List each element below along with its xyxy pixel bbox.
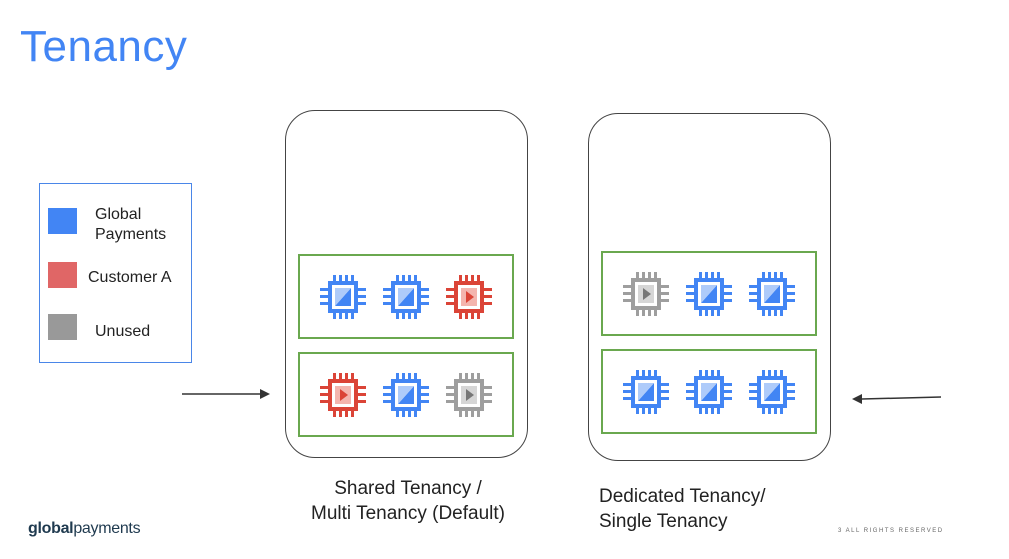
caption-dedicated-tenancy: Dedicated Tenancy/ Single Tenancy <box>599 484 766 534</box>
rights-reserved-text: 3 ALL RIGHTS RESERVED <box>838 528 944 534</box>
red-compute-chip-icon <box>314 371 372 419</box>
blue-compute-chip-icon <box>377 273 435 321</box>
global-payments-logo: globalpayments <box>28 520 141 537</box>
blue-compute-chip-icon <box>314 273 372 321</box>
arrow-right-icon <box>182 389 270 399</box>
blue-compute-chip-icon <box>743 368 801 416</box>
legend-box: Global Payments Customer A Unused <box>39 183 192 363</box>
blue-compute-chip-icon <box>617 368 675 416</box>
gray-compute-chip-icon <box>440 371 498 419</box>
legend-label-global-payments: Global Payments <box>95 206 167 243</box>
legend-swatch-global-payments <box>48 208 77 234</box>
legend-swatch-customer-a <box>48 262 77 288</box>
caption-dedicated-line1: Dedicated Tenancy/ <box>599 486 766 507</box>
legend-swatch-unused <box>48 314 77 340</box>
gray-compute-chip-icon <box>617 270 675 318</box>
arrow-left-icon <box>852 394 942 404</box>
legend-label-customer-a: Customer A <box>88 269 172 286</box>
blue-compute-chip-icon <box>680 368 738 416</box>
blue-compute-chip-icon <box>377 371 435 419</box>
legend-label-unused: Unused <box>95 323 151 340</box>
blue-compute-chip-icon <box>743 270 801 318</box>
caption-dedicated-line2: Single Tenancy <box>599 511 728 532</box>
blue-compute-chip-icon <box>680 270 738 318</box>
caption-shared-line1: Shared Tenancy / <box>334 478 482 499</box>
caption-shared-tenancy: Shared Tenancy / Multi Tenancy (Default) <box>285 476 531 526</box>
caption-shared-line2: Multi Tenancy (Default) <box>311 503 505 524</box>
page-title: Tenancy <box>20 22 188 71</box>
red-compute-chip-icon <box>440 273 498 321</box>
